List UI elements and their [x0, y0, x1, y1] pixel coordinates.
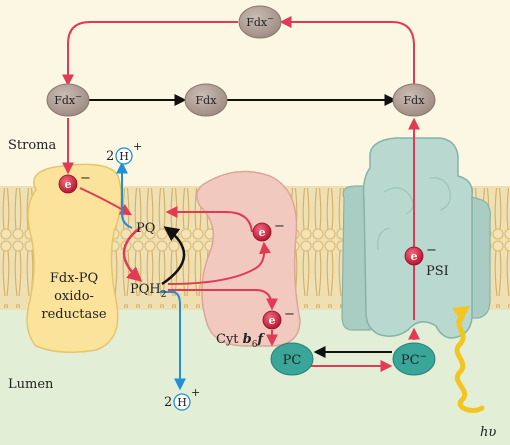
arrow-pqh2-oxidation	[161, 226, 186, 286]
arrow-pq-reduction	[122, 227, 143, 282]
svg-text:+: +	[191, 386, 200, 399]
pc-reduced: PC−	[392, 342, 436, 376]
photon-wave	[454, 313, 485, 413]
arrow-cyt-electron-to-pq	[165, 206, 253, 233]
lumen-label: Lumen	[8, 377, 54, 392]
photosystem-i-complex	[341, 137, 491, 339]
svg-text:+: +	[133, 140, 142, 153]
svg-text:−: −	[274, 219, 285, 234]
svg-text:−: −	[284, 307, 295, 322]
svg-text:PC: PC	[283, 353, 302, 368]
arrow-pqh2-to-cyt-electron-lower	[168, 289, 278, 311]
pq-label: PQ	[136, 221, 155, 236]
svg-text:Fdx: Fdx	[196, 94, 218, 107]
arrow-proton-release	[160, 291, 186, 391]
svg-text:−: −	[80, 171, 91, 186]
fdx-reduced-top: Fdx−	[238, 5, 282, 39]
svg-text:Fdx−: Fdx−	[246, 14, 274, 29]
proton-label-stroma: 2 H +	[106, 140, 142, 165]
electron-cyt-upper: e −	[252, 219, 285, 242]
svg-text:H: H	[119, 150, 129, 163]
cyt-b6f-label: Cyt b6f	[216, 332, 265, 350]
proton-label-lumen: 2 H +	[164, 386, 200, 411]
svg-text:Fdx: Fdx	[404, 94, 426, 107]
electron-psi: e −	[404, 243, 437, 266]
arrow-fdx-top-to-left	[62, 21, 238, 87]
svg-text:2: 2	[164, 395, 172, 410]
fdx-pq-label-line1: Fdx-PQ	[50, 271, 98, 286]
fdx-oxidized-middle: Fdx	[184, 83, 228, 117]
electron-cyt-lower: e −	[262, 307, 295, 330]
stroma-label: Stroma	[8, 138, 56, 153]
svg-text:e: e	[269, 314, 276, 327]
arrow-proton-uptake	[116, 161, 133, 229]
arrow-pqh2-to-cyt-electron-upper	[167, 241, 272, 285]
svg-text:Fdx−: Fdx−	[54, 92, 82, 107]
fdx-pq-label-line3: reductase	[41, 307, 107, 322]
svg-text:e: e	[65, 178, 72, 191]
pc-oxidized: PC	[270, 342, 314, 376]
fdx-oxidized-right: Fdx	[392, 83, 436, 117]
svg-text:H: H	[177, 396, 187, 409]
fdx-pq-oxidoreductase-complex	[26, 163, 122, 353]
fdx-reduced-left: Fdx−	[46, 83, 90, 117]
svg-text:PC−: PC−	[401, 352, 427, 368]
pqh2-label: PQH2	[130, 282, 166, 300]
arrow-fdx-right-to-top	[279, 16, 415, 88]
svg-text:−: −	[426, 243, 437, 258]
svg-text:e: e	[411, 250, 418, 263]
photon-label: hυ	[480, 425, 496, 440]
psi-label: PSI	[426, 264, 449, 279]
svg-text:e: e	[259, 226, 266, 239]
fdx-pq-label-line2: oxido-	[54, 289, 94, 304]
arrow-electron-to-pq	[79, 187, 133, 216]
svg-text:2: 2	[106, 149, 114, 164]
photon-arrowhead	[452, 306, 470, 322]
electron-reductase: e −	[58, 171, 91, 194]
